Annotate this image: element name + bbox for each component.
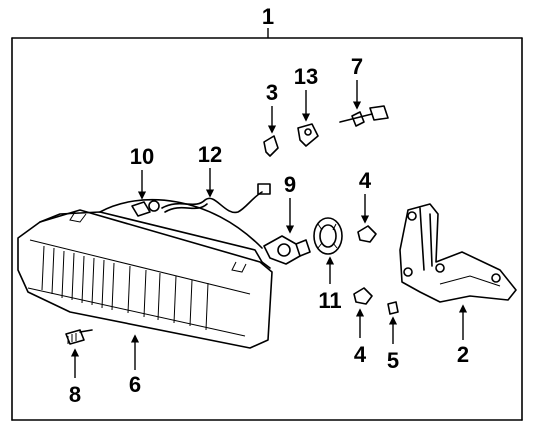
adjusting-screw xyxy=(339,105,389,127)
callout-4-bottom: 4 xyxy=(354,342,367,367)
side-marker-socket xyxy=(65,329,93,345)
callout-1: 1 xyxy=(262,4,274,29)
mounting-bracket xyxy=(399,203,517,303)
callout-3: 3 xyxy=(266,80,278,105)
clip-5 xyxy=(387,301,399,315)
assembly-frame xyxy=(11,37,523,421)
bracket-13 xyxy=(297,123,319,147)
callout-11: 11 xyxy=(318,288,341,313)
callout-7: 7 xyxy=(351,54,363,79)
callout-8: 8 xyxy=(69,382,81,407)
retaining-ring xyxy=(313,217,343,255)
callout-2: 2 xyxy=(457,342,469,367)
callout-6: 6 xyxy=(129,372,141,397)
nut-4-bottom xyxy=(353,287,373,305)
bulb-10 xyxy=(131,200,160,217)
headlamp-bulb xyxy=(263,235,311,265)
callout-5: 5 xyxy=(387,348,399,373)
wire-harness xyxy=(161,183,271,214)
callout-4-top: 4 xyxy=(359,168,372,193)
callout-9: 9 xyxy=(284,172,296,197)
callout-13: 13 xyxy=(294,64,318,89)
callout-12: 12 xyxy=(198,142,222,167)
nut-4-top xyxy=(357,225,377,243)
headlamp-housing xyxy=(17,198,273,349)
clip-3 xyxy=(263,135,279,157)
callout-10: 10 xyxy=(130,144,154,169)
